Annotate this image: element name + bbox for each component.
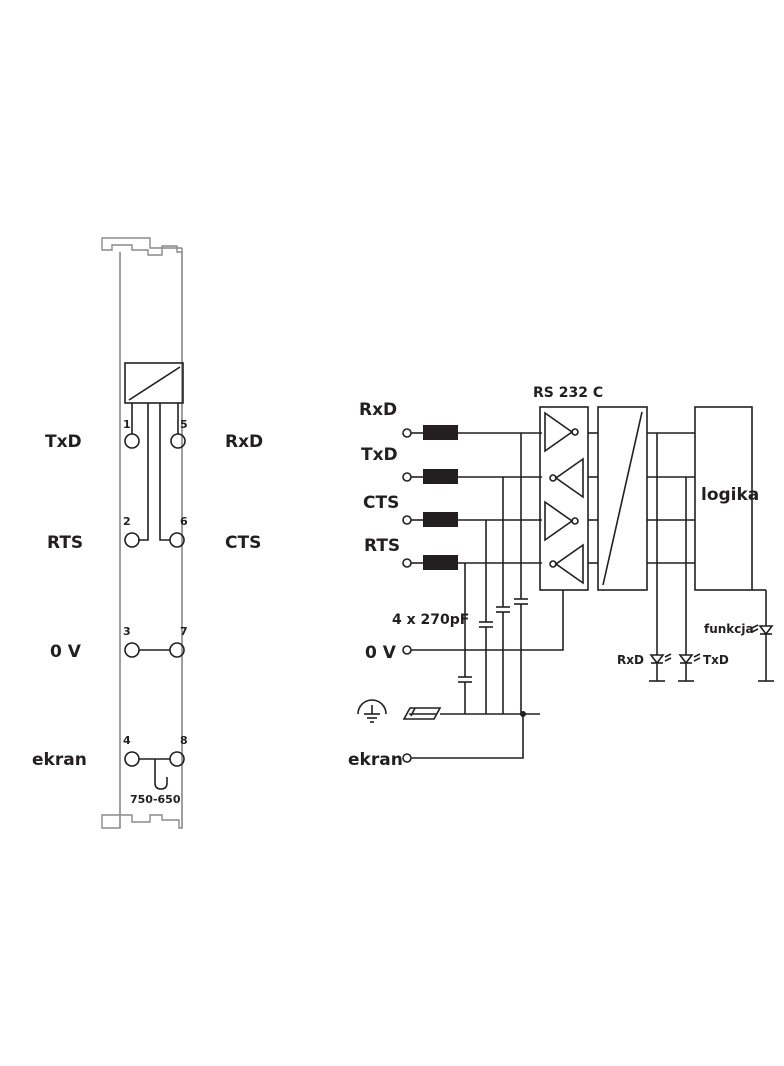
isolation-block — [597, 406, 648, 591]
tx-led-label: TxD — [703, 653, 729, 667]
terminal-circles — [124, 433, 186, 767]
terminal-number-7: 7 — [180, 625, 188, 638]
module-outline — [101, 237, 183, 829]
terminal-1 — [124, 433, 140, 449]
terminal-4 — [124, 751, 140, 767]
terminal-number-1: 1 — [123, 418, 131, 431]
terminal-number-5: 5 — [180, 418, 188, 431]
terminal-7 — [169, 642, 185, 658]
terminal-5 — [170, 433, 186, 449]
label-rxd-right: RxD — [225, 432, 263, 452]
label-ekran-left: ekran — [32, 750, 87, 770]
terminal-number-2: 2 — [123, 515, 131, 528]
function-led-label: funkcja — [704, 622, 754, 636]
driver-label: RS 232 C — [533, 385, 603, 401]
label-0v-left: 0 V — [50, 642, 82, 662]
logic-block — [694, 406, 753, 591]
terminal-8 — [169, 751, 185, 767]
earth-icon — [357, 699, 387, 723]
ground-label: 0 V — [365, 643, 397, 663]
capacitors-label: 4 x 270pF — [392, 612, 469, 628]
terminal-number-6: 6 — [180, 515, 188, 528]
shield-label: ekran — [348, 750, 403, 770]
schematic: RxD TxD CTS RTS 4 x 270pF 0 V ekran RS 2… — [348, 385, 774, 770]
terminal-module: 1 5 2 6 3 7 4 8 750-650 TxD RTS 0 V ekra… — [32, 237, 263, 829]
led-function — [751, 589, 774, 682]
led-rxd — [649, 433, 672, 682]
din-rail-icon — [402, 707, 442, 720]
choke-filters — [423, 425, 458, 570]
converter-box — [124, 362, 184, 404]
module-wiring — [131, 403, 179, 790]
ground-bus — [411, 590, 564, 759]
rx-led-label: RxD — [617, 653, 644, 667]
bus-lines — [588, 432, 695, 564]
signal-label-cts: CTS — [363, 493, 399, 513]
terminal-number-4: 4 — [123, 734, 131, 747]
terminal-2 — [124, 532, 140, 548]
signal-lines — [411, 432, 542, 564]
label-cts-right: CTS — [225, 533, 261, 553]
signal-label-rxd: RxD — [359, 400, 397, 420]
capacitors — [458, 433, 528, 714]
rs232-driver-block — [539, 406, 589, 591]
label-rts-left: RTS — [47, 533, 83, 553]
terminal-3 — [124, 642, 140, 658]
module-model-number: 750-650 — [130, 793, 181, 806]
terminal-6 — [169, 532, 185, 548]
led-txd — [678, 477, 701, 682]
terminal-number-3: 3 — [123, 625, 131, 638]
signal-label-rts: RTS — [364, 536, 400, 556]
label-txd-left: TxD — [45, 432, 82, 452]
terminal-number-8: 8 — [180, 734, 188, 747]
signal-label-txd: TxD — [361, 445, 398, 465]
logic-label: logika — [701, 485, 759, 505]
